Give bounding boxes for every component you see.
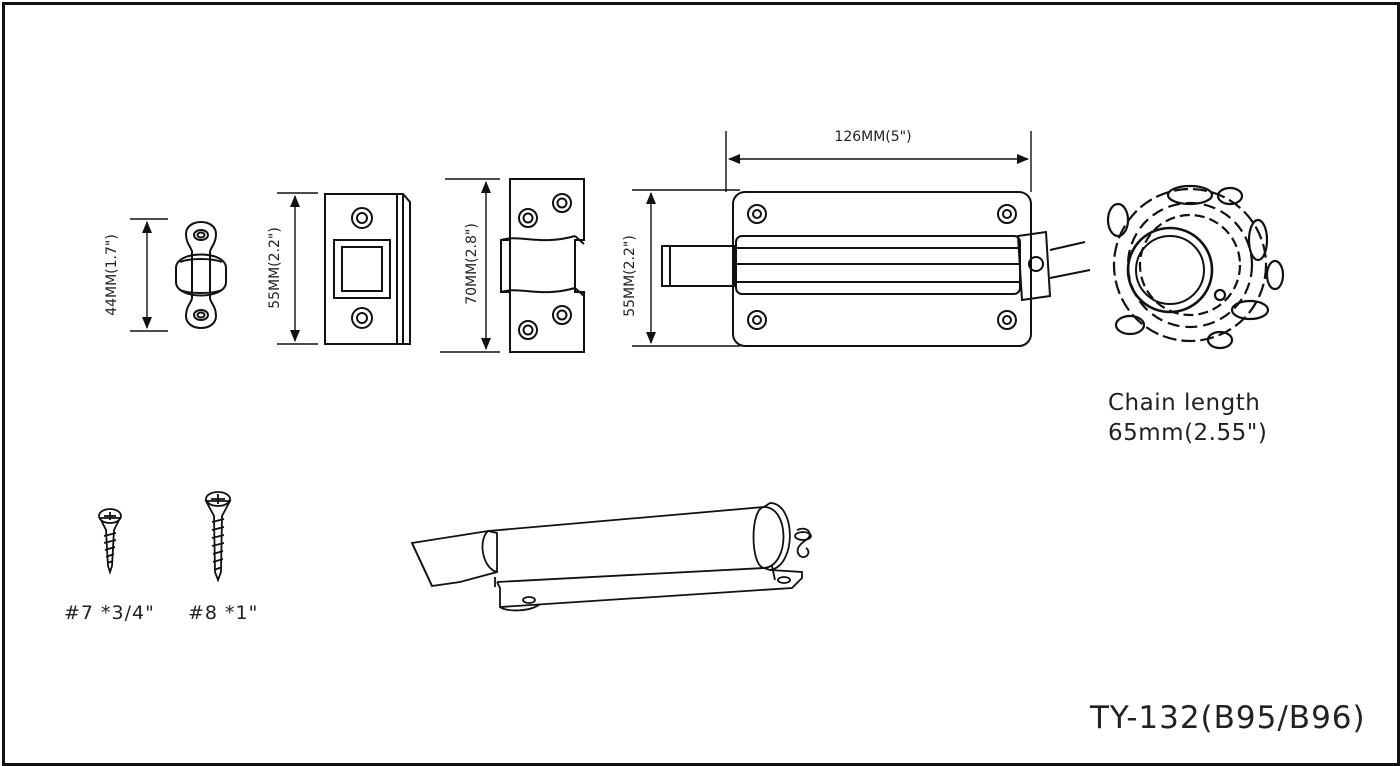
label-plate-height: 44MM(1.7") <box>104 234 120 316</box>
strike-plate-part <box>500 178 585 353</box>
model-number: TY-132(B95/B96) <box>1090 700 1366 736</box>
label-strike-height: 70MM(2.8") <box>464 223 480 305</box>
dimension-bolt-height <box>632 189 740 347</box>
mounting-plate-part <box>175 221 227 329</box>
label-bolt-width: 126MM(5") <box>834 129 911 145</box>
dimension-strike-height <box>440 178 500 353</box>
keeper-part <box>324 193 411 345</box>
barrel-bolt-part <box>661 191 1091 347</box>
screw-small <box>98 508 122 575</box>
dimension-bolt-width <box>725 131 1032 192</box>
screw-small-label: #7 *3/4" <box>64 602 155 624</box>
chain-length-value: 65mm(2.55") <box>1108 420 1268 446</box>
dimension-plate-height <box>130 218 168 332</box>
label-keeper-height: 55MM(2.2") <box>267 227 283 309</box>
dimension-keeper-height <box>277 192 318 345</box>
screw-large <box>204 491 232 583</box>
bolt-perspective-view <box>410 502 812 612</box>
label-bolt-height: 55MM(2.2") <box>622 235 638 317</box>
chain-length-title: Chain length <box>1108 390 1261 416</box>
screw-large-label: #8 *1" <box>188 602 259 624</box>
chain-coil <box>1106 184 1285 350</box>
chain-length-label: Chain length 65mm(2.55") <box>1108 388 1267 448</box>
